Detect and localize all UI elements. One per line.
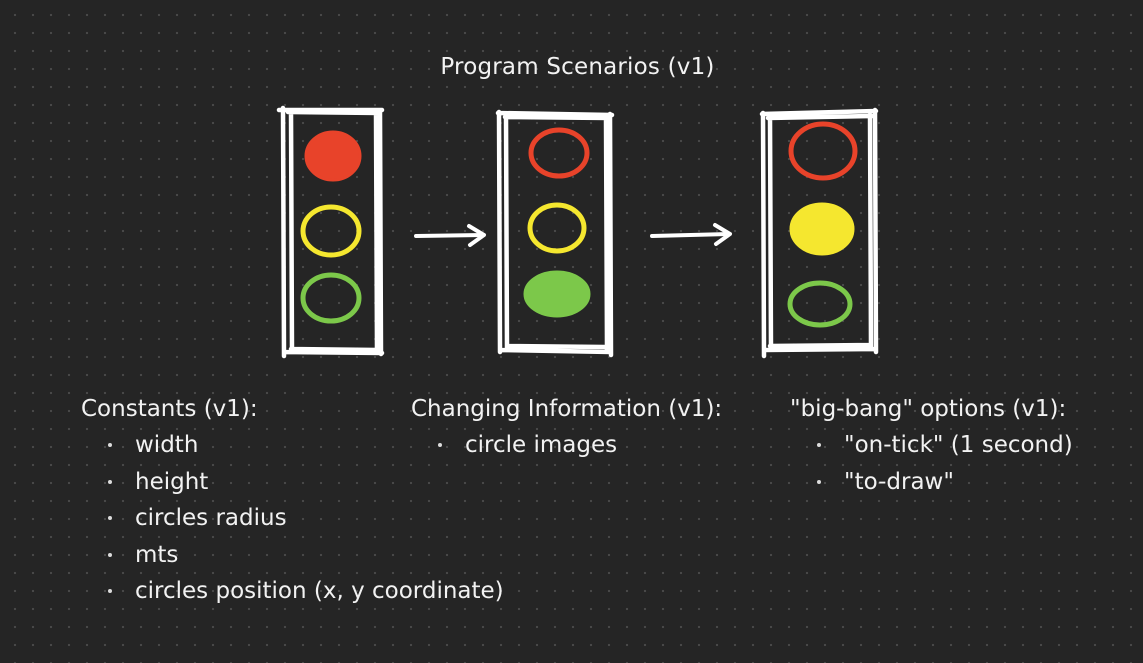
changing-information-heading: Changing Information (v1): [411,396,723,422]
arrow-right-icon [650,223,732,246]
diagram-title: Program Scenarios (v1) [440,54,715,80]
traffic-light-2-green-lamp [523,270,591,318]
traffic-light-1-green-lamp [300,272,362,324]
traffic-light-diagram [276,105,879,359]
big-bang-options-heading: "big-bang" options (v1): [790,396,1067,422]
constants-list: width height circles radius mts circles … [81,427,504,610]
list-item: height [81,464,504,501]
bullet-icon [108,516,112,520]
bullet-icon [108,443,112,447]
bullet-icon [108,589,112,593]
traffic-light-3-green-lamp [787,280,853,328]
bullet-icon [108,552,112,557]
bullet-icon [817,443,821,447]
arrow-right-icon [414,224,486,247]
traffic-light-3-yellow-lamp [789,202,855,256]
traffic-light-1 [276,105,385,359]
traffic-light-3-frame [759,107,879,359]
changing-information-column: Changing Information (v1): circle images [411,394,722,464]
big-bang-options-list: "on-tick" (1 second) "to-draw" [790,427,1073,500]
bullet-icon [817,479,821,484]
traffic-light-1-yellow-lamp [300,204,362,258]
constants-heading: Constants (v1): [81,396,258,422]
list-item: circles radius [81,500,504,537]
bullet-icon [438,443,442,447]
list-item: "to-draw" [790,464,1073,501]
list-item: mts [81,537,504,574]
bullet-icon [108,479,112,484]
traffic-light-3-red-lamp [788,121,858,181]
changing-information-list: circle images [411,427,722,464]
traffic-light-1-frame [276,105,385,359]
list-item: "on-tick" (1 second) [790,427,1073,464]
traffic-light-1-red-lamp [304,130,362,182]
traffic-light-2 [495,109,615,358]
traffic-light-2-frame [495,109,615,358]
traffic-light-3 [759,107,879,359]
big-bang-options-column: "big-bang" options (v1): "on-tick" (1 se… [790,394,1073,500]
list-item: circles position (x, y coordinate) [81,573,504,610]
traffic-light-2-yellow-lamp [527,202,587,254]
list-item: circle images [411,427,722,464]
list-item: width [81,427,504,464]
constants-column: Constants (v1): width height circles rad… [81,394,504,610]
traffic-light-2-red-lamp [528,127,590,179]
